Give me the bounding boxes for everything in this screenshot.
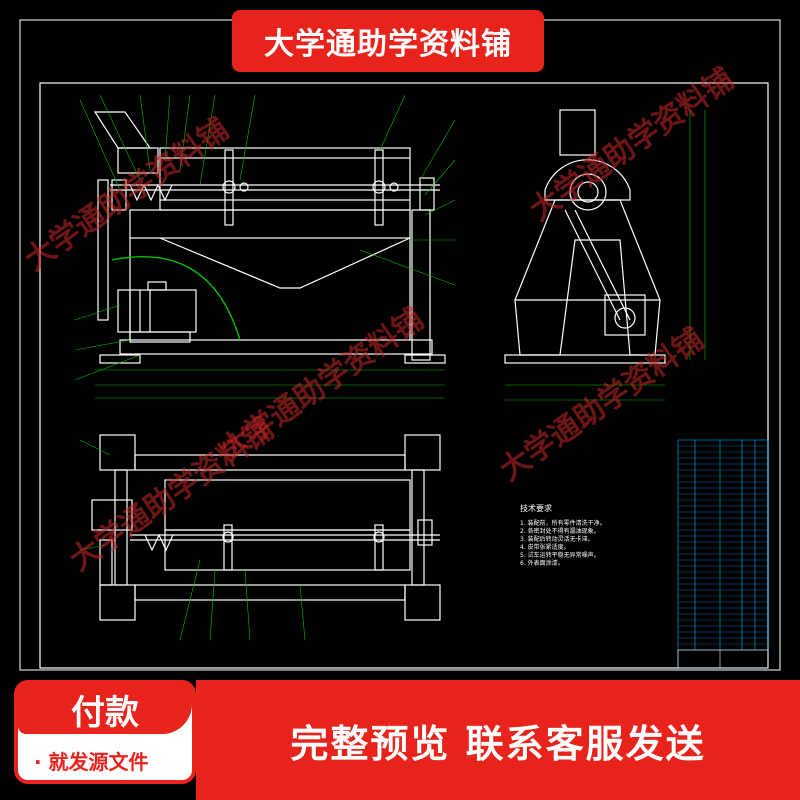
tech-requirement-line: 6. 外表面涂漆。 (520, 560, 564, 567)
side-view-dimensions (505, 110, 706, 401)
shop-banner: 大学通助学资料铺 (232, 10, 544, 72)
contact-band: 完整预览 联系客服发送 (196, 680, 800, 800)
parts-list-rows (678, 445, 768, 645)
side-view (504, 109, 666, 364)
tech-requirements-title: 技术要求 (520, 504, 552, 513)
tech-requirement-line: 2. 各密封处不得有漏油现象。 (520, 528, 600, 535)
tech-requirement-line: 5. 试车运转平稳无异常噪声。 (520, 552, 600, 559)
top-view-dimensions (79, 439, 306, 641)
title-block (677, 649, 769, 669)
inner-frame (39, 82, 769, 669)
front-view (93, 111, 446, 364)
top-view (91, 434, 441, 621)
front-view-arc (111, 256, 241, 341)
shop-name: 大学通助学资料铺 (264, 27, 512, 62)
pay-subtitle: · 就发源文件 (34, 750, 149, 774)
pay-badge[interactable]: 付款 · 就发源文件 (14, 680, 196, 784)
tech-requirement-line: 3. 装配后转动灵活无卡滞。 (520, 536, 594, 543)
contact-text: 完整预览 联系客服发送 (290, 721, 706, 766)
front-view-dimensions (74, 94, 456, 399)
pay-title: 付款 (18, 684, 192, 734)
tech-requirement-line: 1. 装配前，所有零件清洗干净。 (520, 520, 606, 527)
tech-requirement-line: 4. 皮带张紧适度。 (520, 544, 570, 551)
